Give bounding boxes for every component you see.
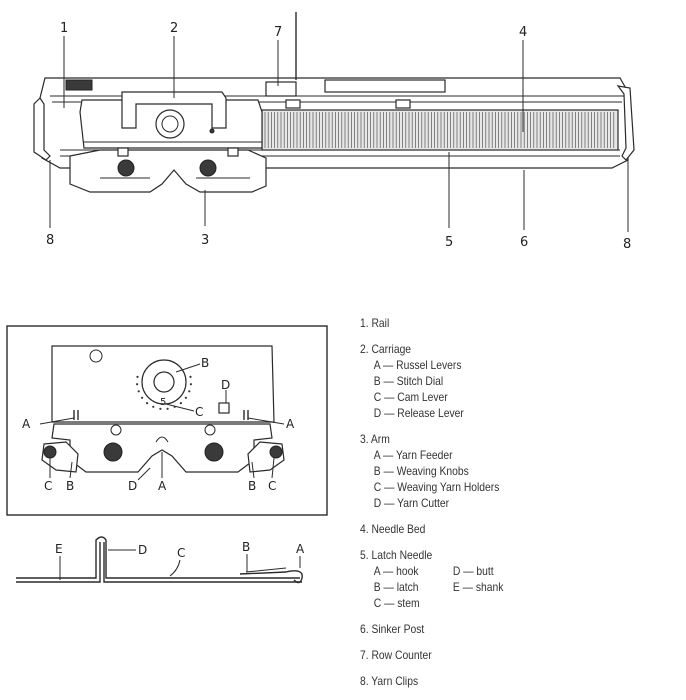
- needle-label-b: B: [242, 540, 250, 554]
- legend-latch-needle: 5. Latch Needle A — hook B — latch C — s…: [360, 547, 635, 611]
- callout-numbers: 1 2 7 4 8 3 5 6 8: [46, 21, 631, 252]
- label-c-cam: C: [195, 405, 203, 419]
- callout-8-right: 8: [623, 237, 631, 252]
- label-c-right: C: [268, 479, 276, 493]
- label-a-left: A: [22, 417, 31, 431]
- dial-number-5: 5: [160, 397, 166, 408]
- callout-1: 1: [60, 21, 68, 36]
- legend-carriage: 2. Carriage A — Russel Levers B — Stitch…: [360, 341, 635, 421]
- callout-3: 3: [201, 233, 209, 248]
- label-b-dial: B: [201, 356, 209, 370]
- legend-title: 7. Row Counter: [360, 648, 432, 662]
- callout-4: 4: [519, 25, 527, 40]
- needle-label-d: D: [138, 543, 147, 557]
- legend-item: A — Yarn Feeder: [373, 448, 453, 462]
- needle-label-a: A: [296, 542, 305, 556]
- label-b-left: B: [66, 479, 74, 493]
- legend-item: D — butt: [452, 564, 494, 578]
- callout-6: 6: [520, 235, 528, 250]
- needle-label-e: E: [55, 542, 63, 556]
- callout-7: 7: [274, 25, 282, 40]
- callout-2: 2: [170, 21, 178, 36]
- legend-item: C — stem: [373, 596, 420, 610]
- legend-yarn-clips: 8. Yarn Clips: [360, 673, 635, 689]
- legend-item: A — hook: [373, 564, 419, 578]
- latch-needle-labels: E D C B A: [55, 540, 305, 560]
- parts-legend: 1. Rail 2. Carriage A — Russel Levers B …: [360, 315, 635, 699]
- legend-row-counter: 7. Row Counter: [360, 647, 635, 663]
- label-d-release: D: [221, 378, 230, 392]
- legend-item: C — Weaving Yarn Holders: [373, 480, 500, 494]
- label-c-left: C: [44, 479, 52, 493]
- legend-title: 8. Yarn Clips: [360, 674, 419, 688]
- legend-title: 1. Rail: [360, 316, 390, 330]
- legend-title: 3. Arm: [360, 432, 390, 446]
- legend-item: B — Weaving Knobs: [373, 464, 469, 478]
- legend-item: D — Release Lever: [373, 406, 464, 420]
- legend-item: A — Russel Levers: [373, 358, 462, 372]
- legend-title: 5. Latch Needle: [360, 548, 433, 562]
- legend-needle-bed: 4. Needle Bed: [360, 521, 635, 537]
- machine-illustration: [33, 12, 635, 193]
- latch-needle-detail: [16, 536, 303, 584]
- legend-sinker-post: 6. Sinker Post: [360, 621, 635, 637]
- legend-rail: 1. Rail: [360, 315, 635, 331]
- needle-bed: [261, 109, 619, 151]
- legend-item: E — shank: [452, 580, 504, 594]
- legend-title: 2. Carriage: [360, 342, 412, 356]
- legend-item: C — Cam Lever: [373, 390, 448, 404]
- label-a-right: A: [286, 417, 295, 431]
- legend-title: 6. Sinker Post: [360, 622, 425, 636]
- legend-item: D — Yarn Cutter: [373, 496, 450, 510]
- legend-title: 4. Needle Bed: [360, 522, 426, 536]
- carriage: [69, 91, 267, 193]
- label-b-right: B: [248, 479, 256, 493]
- carriage-detail-labels: B D C A A C B D A B C 5: [22, 356, 295, 493]
- needle-label-c: C: [177, 546, 185, 560]
- label-d-cutter: D: [128, 479, 137, 493]
- legend-item: B — Stitch Dial: [373, 374, 444, 388]
- carriage-detail: [6, 325, 328, 516]
- callout-8-left: 8: [46, 233, 54, 248]
- legend-arm: 3. Arm A — Yarn Feeder B — Weaving Knobs…: [360, 431, 635, 511]
- callout-lines: [49, 36, 629, 232]
- label-a-feeder: A: [158, 479, 167, 493]
- legend-item: B — latch: [373, 580, 419, 594]
- callout-5: 5: [445, 235, 453, 250]
